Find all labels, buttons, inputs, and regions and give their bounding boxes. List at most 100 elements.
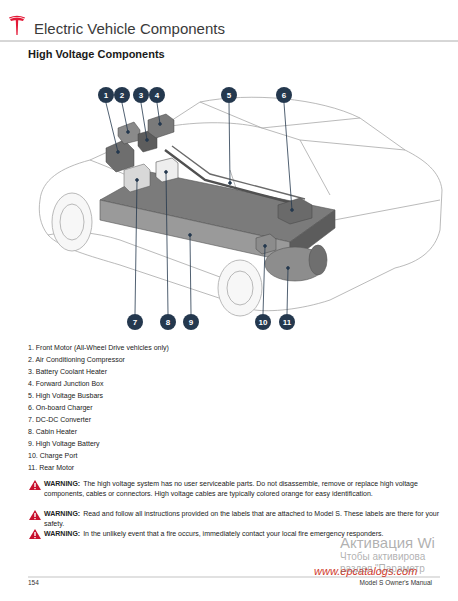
callout-number: 5 [221, 87, 237, 103]
warning-label: WARNING: [44, 480, 80, 487]
window-line [200, 102, 405, 150]
callout-number: 9 [183, 314, 199, 330]
leader-line [122, 103, 128, 132]
leader-line [106, 103, 118, 152]
callout-text: 7 [133, 318, 137, 327]
leader-lines [106, 103, 293, 314]
leader-dot [159, 123, 162, 126]
leader-dot [127, 131, 130, 134]
page-title: Electric Vehicle Components [34, 20, 225, 37]
leader-dot [291, 209, 294, 212]
tesla-logo [10, 18, 24, 36]
warning-mark [34, 532, 35, 536]
page-number: 154 [28, 579, 39, 586]
warning-icon [29, 529, 41, 539]
list-item: 7. DC-DC Converter [28, 415, 91, 424]
warning-text: Read and follow all instructions provide… [44, 510, 439, 527]
warning-mark [34, 537, 35, 538]
callout-text: 4 [155, 91, 159, 100]
leader-line [141, 103, 147, 140]
warning-triangle [29, 480, 41, 490]
leader-line [166, 172, 168, 314]
busbar [172, 146, 305, 199]
callout-text: 10 [259, 318, 268, 327]
list-item: 8. Cabin Heater [28, 427, 77, 436]
leader-line [135, 180, 137, 314]
warning-icon [29, 480, 41, 490]
leader-dot [136, 179, 139, 182]
callout-number: 6 [276, 87, 292, 103]
front-motor [106, 140, 134, 172]
battery-side [100, 200, 290, 262]
cabin-heater [156, 158, 178, 182]
callout-number: 8 [160, 314, 176, 330]
list-item: 10. Charge Port [28, 451, 77, 460]
leader-dot [264, 245, 267, 248]
footer-text: Model S Owner's Manual [360, 579, 432, 586]
callout-text: 9 [189, 318, 193, 327]
wheel [52, 193, 92, 251]
callout-text: 2 [120, 91, 124, 100]
callout-number: 4 [149, 87, 165, 103]
wheel [218, 260, 262, 316]
leader-line [287, 268, 288, 314]
callout-text: 8 [166, 318, 170, 327]
list-item: 9. High Voltage Battery [28, 439, 100, 448]
warning-text: The high voltage system has no user serv… [44, 480, 418, 497]
busbar [165, 150, 300, 205]
leader-dot [165, 171, 168, 174]
warning-label: WARNING: [44, 530, 80, 537]
leader-line [229, 103, 230, 183]
leader-line [263, 246, 265, 314]
warning-block: WARNING:The high voltage system has no u… [44, 479, 440, 498]
list-item: 4. Forward Junction Box [28, 379, 103, 388]
warning-mark [34, 488, 35, 489]
leader-dot [229, 182, 232, 185]
leader-line [157, 103, 160, 124]
warning-text: In the unlikely event that a fire occurs… [83, 530, 383, 537]
wheel-rim [60, 204, 84, 240]
warning-mark [34, 518, 35, 519]
ac-compressor [118, 122, 140, 144]
tesla-logo-bar [9, 16, 25, 19]
charge-port [256, 234, 276, 254]
section-heading: High Voltage Components [28, 48, 165, 60]
leader-line [190, 235, 191, 314]
callout-number: 3 [133, 87, 149, 103]
list-item: 3. Battery Coolant Heater [28, 367, 107, 376]
warning-block: WARNING:Read and follow all instructions… [44, 509, 440, 528]
list-item: 11. Rear Motor [28, 463, 74, 472]
callout-text: 5 [227, 91, 231, 100]
leader-dot [287, 267, 290, 270]
junction-box [148, 114, 174, 138]
callout-number: 7 [127, 314, 143, 330]
list-item: 2. Air Conditioning Compressor [28, 355, 125, 364]
header-rule [0, 41, 458, 42]
watermark: Активация Wi [340, 534, 435, 551]
warning-mark [34, 513, 35, 517]
callout-text: 3 [139, 91, 143, 100]
onboard-charger [278, 198, 312, 224]
watermark: Чтобы активирова [340, 551, 425, 562]
rear-motor-cap [309, 245, 327, 275]
warning-triangle [29, 510, 41, 520]
watermark: раздел "Параметр [340, 563, 425, 574]
leader-line [284, 103, 292, 210]
list-item: 6. On-board Charger [28, 403, 93, 412]
list-item: 1. Front Motor (All-Wheel Drive vehicles… [28, 343, 169, 352]
warning-mark [34, 483, 35, 487]
callout-text: 1 [104, 91, 108, 100]
leader-dot [146, 139, 149, 142]
leader-dot [117, 151, 120, 154]
roof-line [160, 118, 360, 128]
callout-number: 2 [114, 87, 130, 103]
warning-label: WARNING: [44, 510, 80, 517]
car-outline [39, 97, 442, 316]
callout-number: 1 [98, 87, 114, 103]
warning-triangle [29, 529, 41, 539]
warning-icon [29, 510, 41, 520]
callout-text: 6 [282, 91, 286, 100]
wheel-rim [227, 271, 253, 305]
callout-number: 10 [255, 314, 271, 330]
